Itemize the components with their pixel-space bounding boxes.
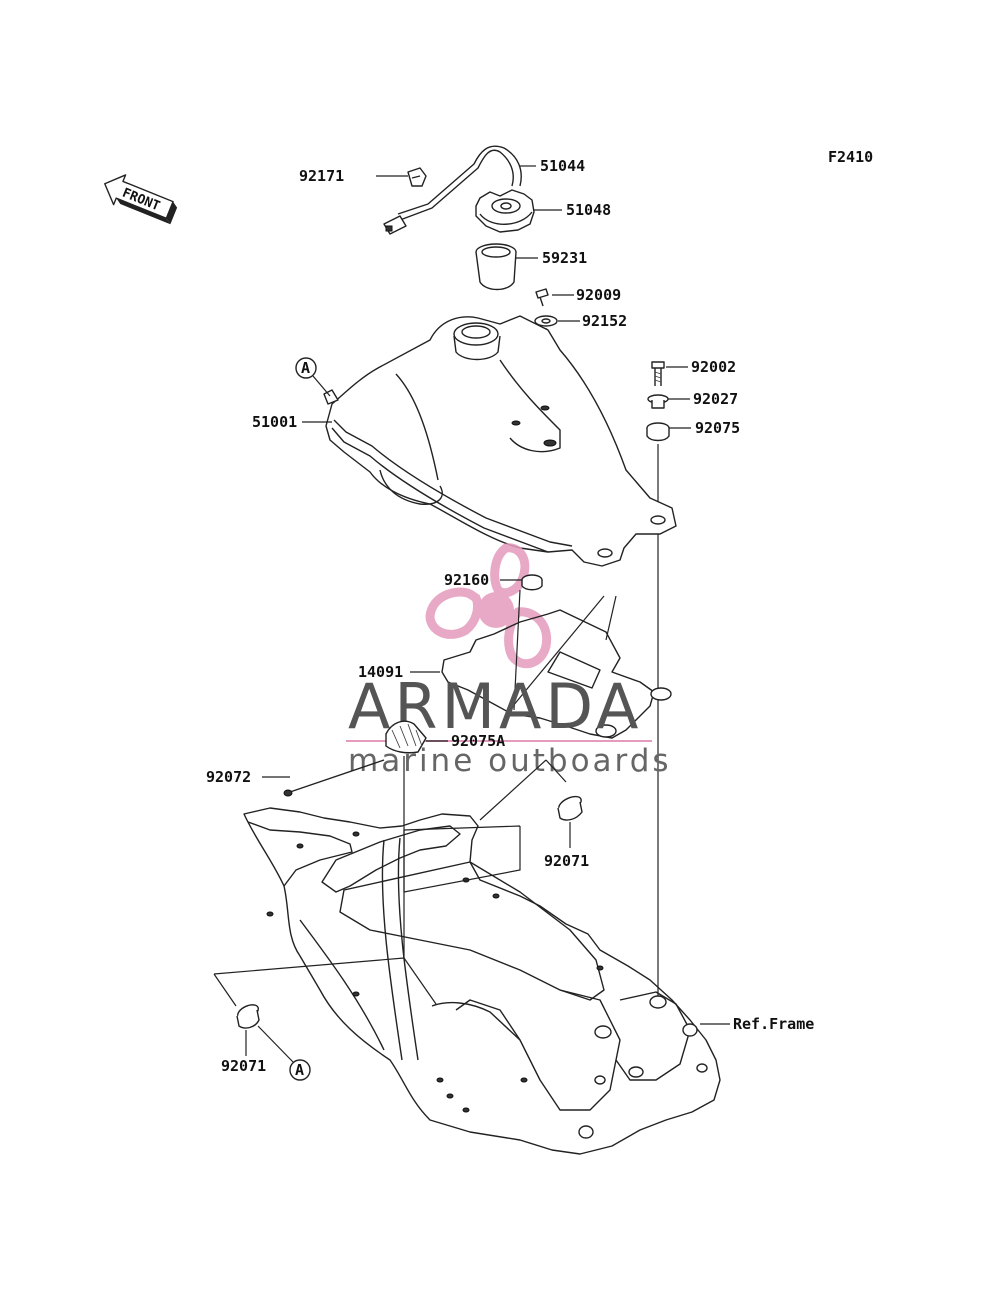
band-part — [283, 759, 385, 797]
rubber-damper-left-part — [236, 1004, 260, 1029]
part-label-92160: 92160 — [444, 571, 489, 589]
part-label-92075: 92075 — [695, 419, 740, 437]
figure-code: F2410 — [828, 148, 873, 166]
armada-logo-icon — [425, 543, 552, 669]
plate-part — [441, 595, 672, 739]
part-label-92152: 92152 — [582, 312, 627, 330]
fuel-cap-part — [475, 189, 535, 233]
part-label-92075a: 92075A — [451, 732, 505, 750]
part-label-92071-left: 92071 — [221, 1057, 266, 1075]
screw-part — [535, 288, 549, 307]
part-label-51048: 51048 — [566, 201, 611, 219]
clip-part — [407, 167, 427, 187]
bolt-part — [651, 361, 665, 386]
cap-part — [521, 574, 543, 591]
part-label-14091: 14091 — [358, 663, 403, 681]
strainer-part — [475, 243, 517, 291]
ref-frame-label: Ref.Frame — [733, 1015, 814, 1033]
part-label-51001: 51001 — [252, 413, 297, 431]
damper-part — [646, 422, 670, 442]
collar-part — [647, 394, 669, 409]
damper-strip-part — [385, 720, 427, 754]
svg-text:A: A — [301, 359, 310, 377]
part-label-59231: 59231 — [542, 249, 587, 267]
breather-hose-part — [383, 145, 522, 235]
rubber-damper-right-part — [557, 795, 583, 821]
part-label-51044: 51044 — [540, 157, 585, 175]
svg-text:A: A — [295, 1061, 304, 1079]
front-arrow-icon: FRONT — [104, 174, 178, 225]
part-label-92009: 92009 — [576, 286, 621, 304]
part-label-92027: 92027 — [693, 390, 738, 408]
fuel-tank-part — [323, 315, 677, 567]
callout-a-upper: A — [295, 357, 331, 397]
washer-part — [534, 315, 558, 327]
part-label-92072: 92072 — [206, 768, 251, 786]
frame-part — [213, 759, 721, 1155]
part-label-92071-right: 92071 — [544, 852, 589, 870]
callout-a-lower: A — [257, 1025, 311, 1081]
part-label-92002: 92002 — [691, 358, 736, 376]
part-label-92171: 92171 — [299, 167, 344, 185]
